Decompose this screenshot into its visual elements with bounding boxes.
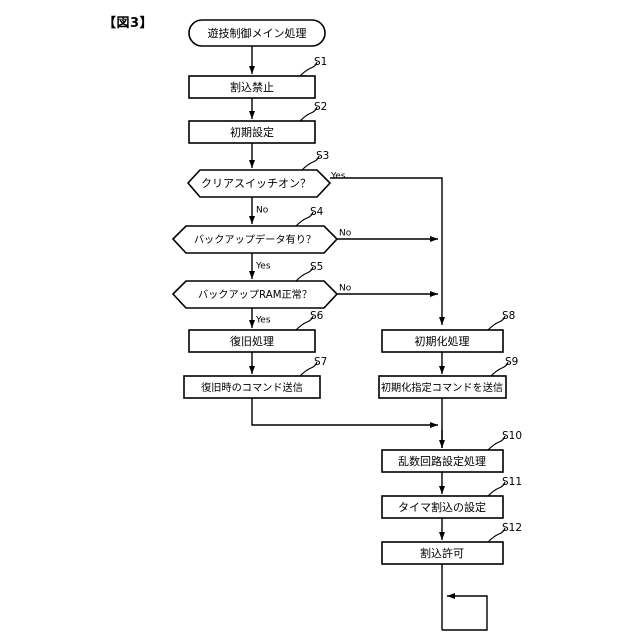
node-s9[interactable]: [378, 375, 507, 399]
node-s11[interactable]: [381, 495, 504, 519]
figure-label: 【図3】: [103, 16, 154, 31]
edge-label-s4-no: No: [339, 229, 352, 239]
step-label-s3: S3: [316, 150, 329, 162]
connector-s3-yes-to-s8: [330, 177, 445, 325]
node-s4[interactable]: [171, 225, 339, 254]
leader-s5: [295, 266, 314, 282]
leader-s6: [295, 315, 314, 331]
connector-loop-back: [442, 593, 488, 631]
node-s5[interactable]: [171, 280, 339, 309]
node-s7-label: 復旧時のコマンド送信: [201, 381, 303, 394]
node-s8-label: 初期化処理: [415, 334, 470, 348]
edge-label-s5-no: No: [339, 284, 352, 294]
edge-label-s4-yes: Yes: [255, 262, 271, 272]
node-s1[interactable]: [188, 75, 316, 99]
leader-s2: [299, 106, 318, 122]
node-s11-label: タイマ割込の設定: [398, 500, 486, 514]
leader-s9: [490, 361, 509, 377]
node-s9-label: 初期化指定コマンドを送信: [381, 381, 503, 394]
step-label-s2: S2: [314, 101, 327, 113]
node-s6[interactable]: [188, 329, 316, 353]
step-label-s6: S6: [310, 310, 324, 322]
leader-s4: [295, 211, 314, 227]
node-s3-label: クリアスイッチオン？: [201, 177, 311, 190]
node-s2[interactable]: [188, 120, 316, 144]
node-s10[interactable]: [381, 449, 504, 473]
node-s5-label: バックアップRAM正常？: [198, 288, 312, 301]
node-start-label: 遊技制御メイン処理: [208, 26, 307, 40]
node-s2-label: 初期設定: [230, 125, 274, 139]
node-s10-label: 乱数回路設定処理: [398, 454, 486, 468]
leader-s11: [487, 481, 506, 497]
edge-label-s5-yes: Yes: [255, 316, 271, 326]
node-s4-label: バックアップデータ有り？: [194, 233, 316, 246]
step-label-s11: S11: [502, 476, 522, 488]
node-start[interactable]: [188, 19, 326, 47]
step-label-s4: S4: [310, 206, 324, 218]
step-label-s12: S12: [502, 522, 522, 534]
connector-s7-to-merge: [251, 398, 438, 428]
step-label-s8: S8: [502, 310, 515, 322]
leader-s10: [487, 435, 506, 451]
step-label-s7: S7: [314, 356, 327, 368]
step-label-s1: S1: [314, 56, 327, 68]
node-s7[interactable]: [183, 375, 321, 399]
node-s3[interactable]: [186, 169, 332, 198]
edge-label-s3-yes: Yes: [330, 172, 346, 182]
step-label-s5: S5: [310, 261, 323, 273]
leader-s12: [487, 527, 506, 543]
leader-s7: [299, 361, 318, 377]
leader-s1: [299, 61, 318, 77]
step-label-s10: S10: [502, 430, 522, 442]
node-s12[interactable]: [381, 541, 504, 565]
edge-label-s3-no: No: [256, 206, 269, 216]
leader-s3: [301, 155, 320, 171]
node-s6-label: 復旧処理: [230, 335, 274, 348]
node-s8[interactable]: [381, 329, 504, 353]
node-s1-label: 割込禁止: [230, 80, 274, 94]
leader-s8: [487, 315, 506, 331]
node-s12-label: 割込許可: [420, 546, 464, 560]
step-label-s9: S9: [505, 356, 518, 368]
